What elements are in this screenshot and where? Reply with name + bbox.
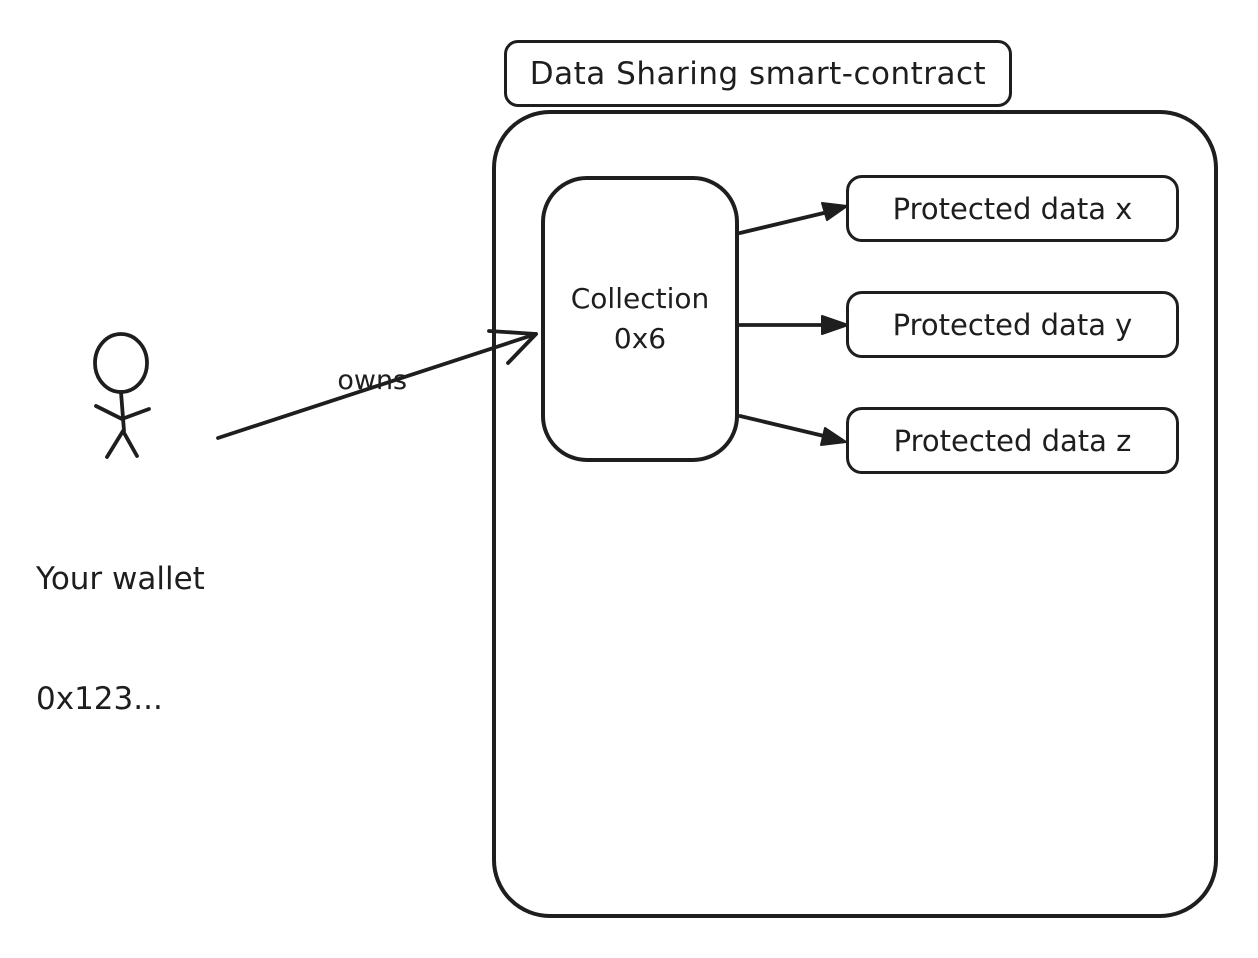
collection-label-line2: 0x6 [613,322,667,355]
owns-edge-label: owns [303,334,407,427]
collection-node: Collection 0x6 [541,176,739,462]
protected-data-node-y: Protected data y [846,291,1179,358]
actor-label-line2: 0x123... [36,681,163,717]
actor-label-line1: Your wallet [36,561,205,597]
smart-contract-title-box: Data Sharing smart-contract [504,40,1012,107]
protected-data-label: Protected data y [892,307,1133,342]
smart-contract-title: Data Sharing smart-contract [529,55,987,92]
collection-label-line1: Collection [570,282,710,315]
protected-data-node-x: Protected data x [846,175,1179,242]
protected-data-label: Protected data x [892,191,1133,226]
actor-label: Your wallet 0x123... [36,479,205,799]
protected-data-node-z: Protected data z [846,407,1179,474]
protected-data-label: Protected data z [893,423,1132,458]
stick-figure-icon [93,332,151,459]
owns-edge-label-text: owns [337,365,408,396]
